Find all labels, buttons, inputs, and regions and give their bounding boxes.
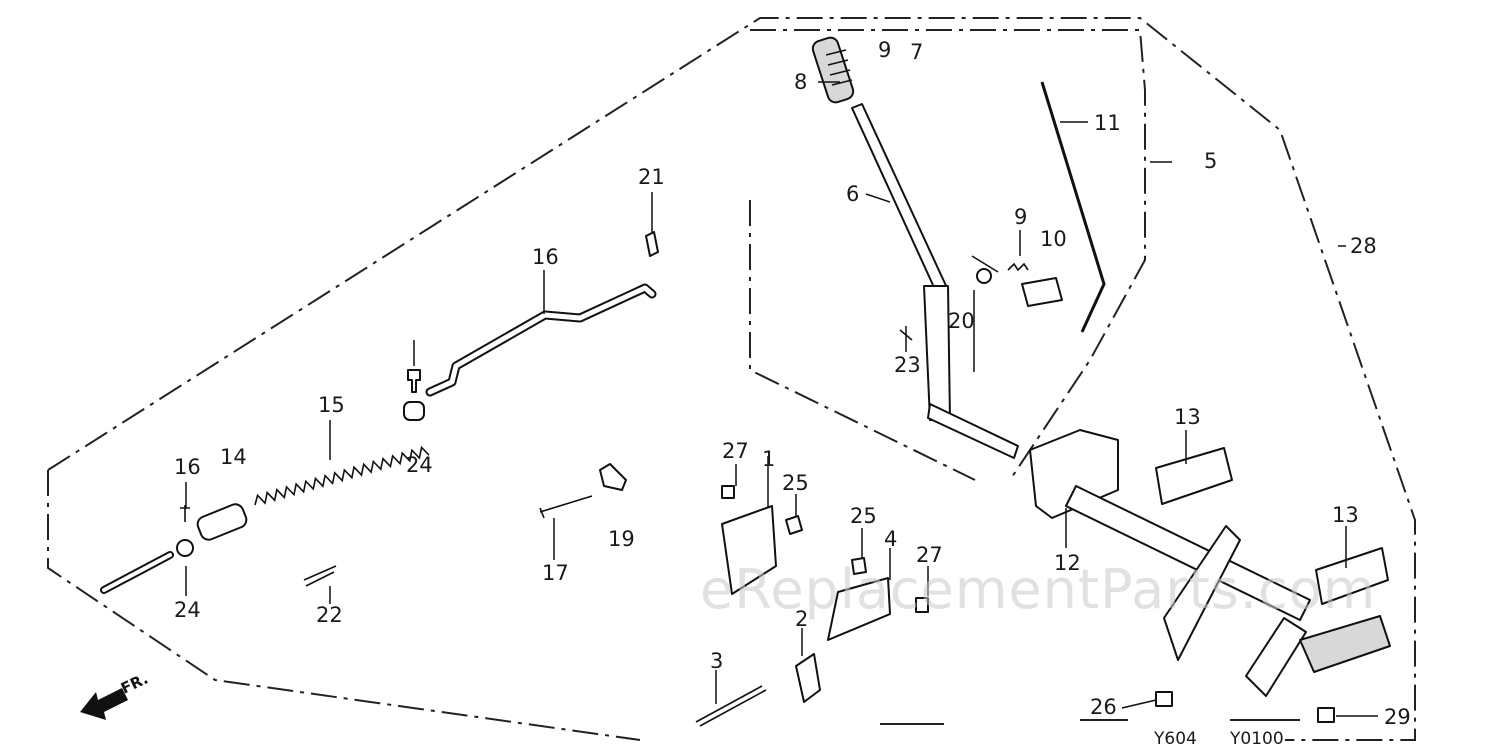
front-label: FR.: [118, 670, 151, 698]
pin-rod-core: [102, 553, 172, 592]
clip-21: [645, 231, 659, 257]
label-21: 21: [638, 165, 665, 189]
label-13b: 13: [1332, 503, 1359, 527]
label-10: 10: [1040, 227, 1067, 251]
pedal: [1299, 615, 1391, 673]
cable-11: [1040, 81, 1106, 333]
shaft-assembly: [1029, 429, 1391, 697]
label-24a: 24: [406, 453, 433, 477]
spring: [254, 445, 430, 506]
detent-plate: [1021, 277, 1063, 307]
tube: [1065, 485, 1311, 621]
label-9b: 9: [1014, 205, 1027, 229]
label-9a: 9: [878, 38, 891, 62]
label-26: 26: [1090, 695, 1117, 719]
label-16a: 16: [532, 245, 559, 269]
bolt-26: [1155, 691, 1173, 707]
bolt-27b: [915, 597, 929, 613]
label-11: 11: [1094, 111, 1121, 135]
label-24b: 24: [174, 598, 201, 622]
code-y604: Y604: [1153, 729, 1197, 749]
label-15: 15: [318, 393, 345, 417]
label-1: 1: [762, 447, 775, 471]
lever-shaft: [927, 403, 1019, 459]
bolt-17: [539, 495, 593, 519]
collar: [176, 539, 194, 557]
label-19: 19: [608, 527, 635, 551]
bushing: [403, 401, 425, 421]
label-4: 4: [884, 527, 897, 551]
rod-3: [695, 685, 767, 727]
label-27b: 27: [916, 543, 943, 567]
label-29: 29: [1384, 705, 1411, 729]
washer-20: [976, 268, 992, 284]
grip-hatch: [825, 49, 853, 86]
label-5: 5: [1204, 149, 1217, 173]
code-y0100: Y0100: [1229, 729, 1284, 749]
label-23: 23: [894, 353, 921, 377]
control-rod-core: [427, 285, 655, 395]
arm-b: [1245, 617, 1307, 697]
clip-2: [795, 653, 821, 703]
bolt-29: [1317, 707, 1335, 723]
label-27a: 27: [722, 439, 749, 463]
nut-25a: [785, 515, 803, 535]
nut-25b: [851, 557, 867, 575]
front-direction-arrow: FR.: [80, 670, 151, 720]
arrow-icon: [80, 688, 128, 720]
lever-arm: [851, 103, 949, 297]
cotter-pin: [180, 505, 190, 522]
bracket-13a: [1155, 447, 1233, 505]
spring-9: [1007, 262, 1029, 272]
leader-lines: [185, 81, 1378, 717]
arm-a: [1163, 525, 1241, 661]
label-12: 12: [1054, 551, 1081, 575]
label-20: 20: [948, 309, 975, 333]
bracket-1: [721, 505, 777, 595]
sleeve: [196, 503, 248, 541]
lever-bracket: [923, 285, 951, 421]
label-7: 7: [910, 40, 923, 64]
bracket-13b: [1315, 547, 1389, 605]
outer-assembly-boundary: [47, 17, 1416, 741]
label-3: 3: [710, 649, 723, 673]
label-13a: 13: [1174, 405, 1201, 429]
label-17: 17: [542, 561, 569, 585]
linkage-assembly: [100, 231, 659, 594]
label-16b: 16: [174, 455, 201, 479]
clip-22: [303, 565, 337, 587]
lever-subassembly-boundary: [749, 29, 1146, 481]
lower-brackets: [695, 485, 1335, 727]
grip: [811, 36, 855, 104]
label-2: 2: [795, 607, 808, 631]
bolt-27a: [721, 485, 735, 499]
bracket-4: [827, 577, 891, 641]
lever-assembly: [811, 36, 1106, 459]
label-25b: 25: [850, 504, 877, 528]
watermark: eReplacementParts.com: [700, 558, 1376, 621]
label-28: 28: [1350, 234, 1377, 258]
control-rod: [425, 283, 657, 397]
label-14: 14: [220, 445, 247, 469]
clip-19: [599, 463, 627, 491]
label-25a: 25: [782, 471, 809, 495]
bolt-12: [407, 369, 421, 393]
label-6: 6: [846, 182, 859, 206]
label-8: 8: [794, 70, 807, 94]
label-22: 22: [316, 603, 343, 627]
